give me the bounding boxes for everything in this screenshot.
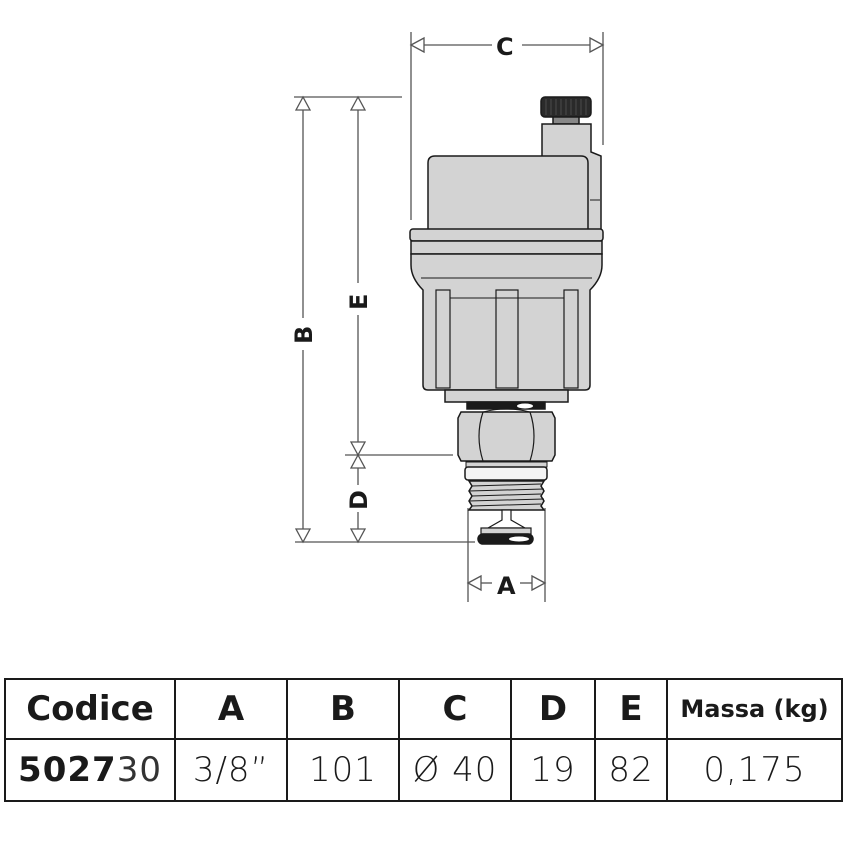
spec-table-header-row: Codice A B C D E Massa (kg) bbox=[4, 678, 843, 740]
cell-d: 19 bbox=[510, 738, 596, 802]
cell-e: 82 bbox=[594, 738, 668, 802]
dimension-label-d: D bbox=[345, 490, 373, 510]
dimension-label-a: A bbox=[497, 572, 516, 600]
cell-a: 3/8” bbox=[174, 738, 288, 802]
cell-codice: 502730 bbox=[4, 738, 176, 802]
spec-table: Codice A B C D E Massa (kg) 502730 3/8” … bbox=[4, 678, 843, 802]
code-prefix: 5027 bbox=[18, 750, 117, 790]
dimension-b-e bbox=[294, 95, 475, 544]
dimension-c bbox=[409, 32, 605, 220]
dimension-label-b: B bbox=[290, 326, 318, 344]
header-b: B bbox=[286, 678, 400, 740]
dimension-a bbox=[466, 508, 547, 602]
header-a: A bbox=[174, 678, 288, 740]
dimension-label-e: E bbox=[345, 294, 373, 310]
valve-body bbox=[409, 96, 604, 545]
table-row: 502730 3/8” 101 Ø 40 19 82 0,175 bbox=[4, 738, 843, 802]
cell-b: 101 bbox=[286, 738, 400, 802]
header-e: E bbox=[594, 678, 668, 740]
technical-drawing: C B E D A bbox=[290, 32, 605, 602]
cell-c: Ø 40 bbox=[398, 738, 512, 802]
code-suffix: 30 bbox=[116, 750, 162, 790]
dimension-label-c: C bbox=[496, 33, 514, 61]
header-d: D bbox=[510, 678, 596, 740]
cell-massa: 0,175 bbox=[666, 738, 843, 802]
header-massa: Massa (kg) bbox=[666, 678, 843, 740]
header-codice: Codice bbox=[4, 678, 176, 740]
header-c: C bbox=[398, 678, 512, 740]
